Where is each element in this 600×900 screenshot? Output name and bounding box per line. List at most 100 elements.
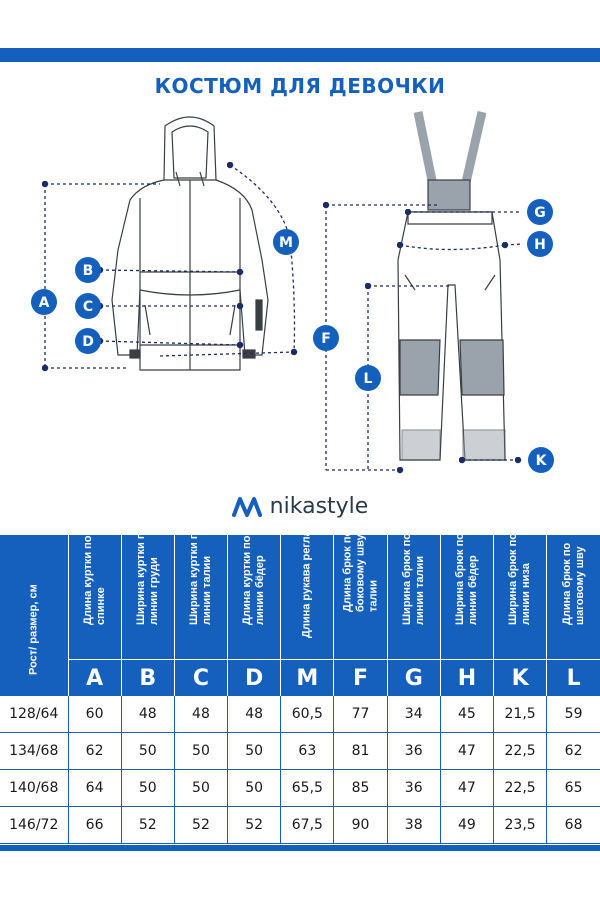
header-col: Ширина куртки по линии груди (121, 526, 175, 660)
size-table-header-row: Рост/ размер, см Длина куртки по спинке … (0, 519, 600, 696)
letter-cell: L (546, 659, 600, 696)
value-cell: 23,5 (493, 806, 548, 844)
value-cell: 49 (440, 806, 495, 844)
value-cell: 50 (227, 769, 282, 807)
brand-name: nikastyle (269, 494, 369, 519)
svg-text:H: H (534, 237, 546, 253)
measurement-diagram: A B C D M G H F L K (31, 111, 554, 474)
letter-cell: F (333, 659, 388, 696)
svg-text:A: A (39, 295, 50, 311)
size-cell: 134/68 (0, 732, 69, 770)
badge-d: D (75, 328, 101, 354)
size-cell: 140/68 (0, 769, 69, 807)
svg-text:L: L (364, 371, 373, 387)
value-cell: 50 (121, 732, 175, 770)
header-col: Ширина куртки по линии талии (174, 526, 229, 660)
value-cell: 60 (68, 696, 122, 733)
badge-l: L (355, 365, 381, 391)
top-accent-bar (0, 48, 600, 62)
size-table-letter-row: A B C D M F G H K L (0, 659, 600, 696)
badge-f: F (313, 325, 339, 351)
value-cell: 81 (333, 732, 388, 770)
header-size: Рост/ размер, см (0, 535, 69, 696)
value-cell: 77 (333, 696, 388, 733)
value-cell: 47 (440, 769, 495, 807)
value-cell: 63 (280, 732, 335, 770)
svg-text:K: K (536, 453, 548, 469)
value-cell: 85 (333, 769, 388, 807)
svg-text:G: G (534, 205, 546, 221)
size-cell: 128/64 (0, 696, 69, 733)
value-cell: 48 (121, 696, 175, 733)
value-cell: 52 (174, 806, 229, 844)
badge-a: A (31, 289, 57, 315)
value-cell: 60,5 (280, 696, 335, 733)
value-cell: 59 (546, 696, 600, 733)
svg-text:D: D (82, 334, 94, 350)
header-col: Ширина брюк по линии талии (387, 533, 441, 660)
svg-text:C: C (83, 299, 93, 315)
value-cell: 38 (387, 806, 441, 844)
letter-cell: G (387, 659, 441, 696)
value-cell: 68 (546, 806, 600, 844)
value-cell: 64 (68, 769, 122, 807)
svg-text:B: B (83, 263, 94, 279)
jacket-illustration (111, 116, 269, 371)
value-cell: 22,5 (493, 769, 548, 807)
letter-cell: H (440, 659, 495, 696)
badge-k: K (528, 447, 554, 473)
header-col: Длина брюк по шаговому шву (546, 535, 600, 660)
value-cell: 45 (440, 696, 495, 733)
value-cell: 67,5 (280, 806, 335, 844)
value-cell: 52 (121, 806, 175, 844)
svg-text:F: F (321, 331, 331, 347)
brand: nikastyle (0, 494, 600, 524)
value-cell: 21,5 (493, 696, 548, 733)
value-cell: 47 (440, 732, 495, 770)
value-cell: 66 (68, 806, 122, 844)
size-cell: 146/72 (0, 806, 69, 844)
badge-m: M (273, 229, 299, 255)
value-cell: 48 (227, 696, 282, 733)
value-cell: 90 (333, 806, 388, 844)
header-col: Ширина брюк по линии низа (493, 533, 548, 660)
value-cell: 34 (387, 696, 441, 733)
letter-cell: C (174, 659, 229, 696)
header-col: Длина рукава реглан (280, 524, 335, 660)
badge-c: C (75, 293, 101, 319)
brand-logo: nikastyle (231, 494, 369, 519)
value-cell: 50 (227, 732, 282, 770)
page-title: КОСТЮМ ДЛЯ ДЕВОЧКИ (154, 74, 446, 98)
badge-g: G (527, 199, 553, 225)
letter-cell: M (280, 659, 335, 696)
header-col: Длина брюк по боковому шву от талии (333, 519, 388, 660)
header-col: Длина куртки по линии бёдер (227, 535, 282, 660)
letter-cell: D (227, 659, 282, 696)
size-table: Рост/ размер, см Длина куртки по спинке … (0, 519, 600, 844)
value-cell: 65,5 (280, 769, 335, 807)
label-badges: A B C D M G H F L K (31, 199, 554, 473)
bottom-accent-bar (0, 845, 600, 851)
svg-text:M: M (279, 235, 293, 251)
letter-cell: K (493, 659, 548, 696)
value-cell: 50 (174, 769, 229, 807)
badge-h: H (527, 231, 553, 257)
value-cell: 48 (174, 696, 229, 733)
header-col: Длина куртки по спинке (68, 535, 122, 660)
badge-b: B (75, 257, 101, 283)
value-cell: 62 (546, 732, 600, 770)
value-cell: 36 (387, 769, 441, 807)
letter-cell: A (68, 659, 122, 696)
value-cell: 52 (227, 806, 282, 844)
value-cell: 50 (121, 769, 175, 807)
value-cell: 65 (546, 769, 600, 807)
nikastyle-logo-icon (231, 496, 262, 517)
value-cell: 36 (387, 732, 441, 770)
value-cell: 22,5 (493, 732, 548, 770)
pants-illustration (397, 111, 506, 461)
letter-cell: B (121, 659, 175, 696)
